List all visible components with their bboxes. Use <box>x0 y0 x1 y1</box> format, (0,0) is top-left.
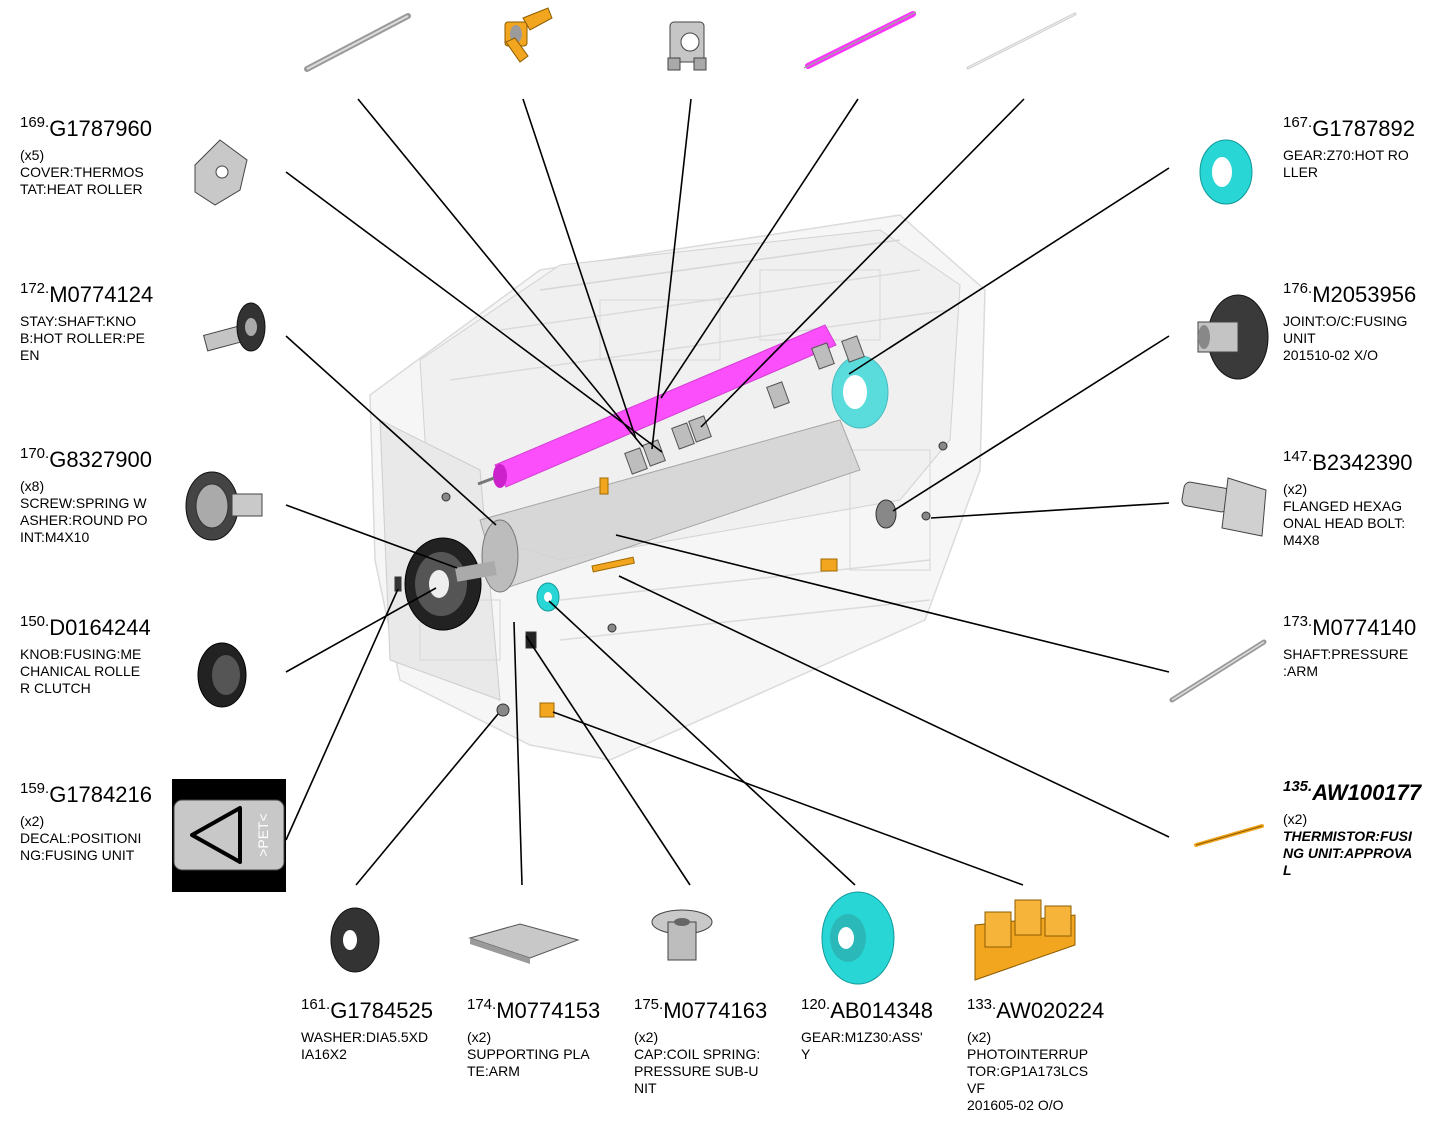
ref-number: 159. <box>20 780 50 797</box>
part-number: M2053956 <box>1312 282 1417 307</box>
part-quantity: (x8) <box>20 478 45 495</box>
ref-number: 174. <box>467 996 497 1013</box>
part-label-150: 150.D0164244 KNOB:FUSING:ME CHANICAL ROL… <box>20 613 180 698</box>
part-number: M0774163 <box>663 998 768 1023</box>
part-number: B2342390 <box>1312 450 1413 475</box>
ref-number: 150. <box>20 613 50 630</box>
part-label-172: 172.M0774124 STAY:SHAFT:KNO B:HOT ROLLER… <box>20 280 180 365</box>
part-quantity: (x2) <box>967 1029 992 1046</box>
part-label-170: 170.G8327900 (x8) SCREW:SPRING W ASHER:R… <box>20 445 180 546</box>
decal-text: >PET< <box>255 813 271 857</box>
part-label-173: 173.M0774140 SHAFT:PRESSURE :ARM <box>1283 613 1443 680</box>
part-label-161: 161.G1784525 WASHER:DIA5.5XD IA16X2 <box>301 996 461 1063</box>
ref-number: 120. <box>801 996 831 1013</box>
ref-number: 133. <box>967 996 997 1013</box>
part-description: DECAL:POSITIONI NG:FUSING UNIT <box>20 830 142 864</box>
top-thermostat-orange <box>504 7 553 63</box>
part-quantity: (x5) <box>20 147 45 164</box>
part-description: SHAFT:PRESSURE :ARM <box>1283 646 1409 680</box>
part-description: THERMISTOR:FUSI NG UNIT:APPROVA L <box>1283 828 1413 879</box>
part-number: AW020224 <box>996 998 1105 1023</box>
gear-m1z30-in-assembly <box>536 582 560 612</box>
sensors-in-assembly <box>539 477 838 718</box>
part-number: AW100177 <box>1312 780 1422 805</box>
large-gear-in-assembly <box>404 537 497 631</box>
gear-m1z30-icon <box>821 891 895 985</box>
part-description: SUPPORTING PLA TE:ARM <box>467 1046 590 1080</box>
flanged-bolt-icon <box>1181 477 1267 537</box>
knob-clutch-icon <box>197 642 247 708</box>
ref-number: 176. <box>1283 280 1313 297</box>
part-number: AB014348 <box>830 998 933 1023</box>
fasteners-in-assembly <box>394 441 948 717</box>
part-number: M0774153 <box>496 998 601 1023</box>
ref-number: 172. <box>20 280 50 297</box>
part-description: COVER:THERMOS TAT:HEAT ROLLER <box>20 164 144 198</box>
thermostat-covers-in-assembly <box>624 335 865 475</box>
part-number: G1787960 <box>49 116 152 141</box>
part-description: JOINT:O/C:FUSING UNIT 201510-02 X/O <box>1283 313 1408 364</box>
top-hot-roller-magenta <box>803 11 917 69</box>
joint-oc-icon <box>1197 294 1269 380</box>
part-number: G1787892 <box>1312 116 1415 141</box>
part-label-176: 176.M2053956 JOINT:O/C:FUSING UNIT 20151… <box>1283 280 1443 365</box>
ref-number: 161. <box>301 996 331 1013</box>
ref-number: 173. <box>1283 613 1313 630</box>
part-description: WASHER:DIA5.5XD IA16X2 <box>301 1029 429 1063</box>
shaft-pressure-arm-icon <box>1169 639 1267 703</box>
part-number: D0164244 <box>49 615 151 640</box>
ref-number: 175. <box>634 996 664 1013</box>
part-quantity: (x2) <box>467 1029 492 1046</box>
supporting-plate-icon <box>468 923 580 964</box>
part-label-175: 175.M0774163 (x2) CAP:COIL SPRING: PRESS… <box>634 996 794 1097</box>
ref-number: 167. <box>1283 114 1313 131</box>
part-label-167: 167.G1787892 GEAR:Z70:HOT RO LLER <box>1283 114 1443 181</box>
spring-washer-screw-icon <box>185 471 263 541</box>
part-label-147: 147.B2342390 (x2) FLANGED HEXAG ONAL HEA… <box>1283 448 1443 549</box>
ref-number: 147. <box>1283 448 1313 465</box>
thermistor-icon <box>1194 824 1264 847</box>
thermostat-cover-icon <box>194 139 248 206</box>
part-label-174: 174.M0774153 (x2) SUPPORTING PLA TE:ARM <box>467 996 627 1080</box>
part-description: CAP:COIL SPRING: PRESSURE SUB-U NIT <box>634 1046 761 1097</box>
part-label-169: 169.G1787960 (x5) COVER:THERMOS TAT:HEAT… <box>20 114 180 198</box>
leader-lines <box>285 98 1170 886</box>
part-quantity: (x2) <box>634 1029 659 1046</box>
part-quantity: (x2) <box>1283 811 1308 828</box>
hot-roller <box>477 324 837 488</box>
stay-shaft-knob-icon <box>202 302 266 352</box>
part-description: KNOB:FUSING:ME CHANICAL ROLLE R CLUTCH <box>20 646 142 697</box>
ref-number: 135. <box>1283 778 1313 795</box>
part-description: SCREW:SPRING W ASHER:ROUND PO INT:M4X10 <box>20 495 148 546</box>
decal-positioning-icon: >PET< <box>172 779 286 892</box>
part-description: GEAR:Z70:HOT RO LLER <box>1283 147 1409 181</box>
part-description: FLANGED HEXAG ONAL HEAD BOLT: M4X8 <box>1283 498 1406 549</box>
part-number: M0774124 <box>49 282 154 307</box>
part-description: PHOTOINTERRUP TOR:GP1A173LCS VF 201605-0… <box>967 1046 1089 1114</box>
part-quantity: (x2) <box>20 813 45 830</box>
part-label-159: 159.G1784216 (x2) DECAL:POSITIONI NG:FUS… <box>20 780 180 864</box>
ref-number: 169. <box>20 114 50 131</box>
part-description: STAY:SHAFT:KNO B:HOT ROLLER:PE EN <box>20 313 146 364</box>
part-label-135: 135.AW100177 (x2) THERMISTOR:FUSI NG UNI… <box>1283 778 1443 879</box>
gear-z70-icon <box>1199 139 1253 205</box>
coil-spring-cap-icon <box>651 909 713 961</box>
top-heater-lamp <box>966 12 1077 70</box>
part-number: M0774140 <box>1312 615 1417 640</box>
photointerrupter-icon <box>974 899 1076 981</box>
part-label-133: 133.AW020224 (x2) PHOTOINTERRUP TOR:GP1A… <box>967 996 1127 1114</box>
part-label-120: 120.AB014348 GEAR:M1Z30:ASS' Y <box>801 996 961 1063</box>
part-description: GEAR:M1Z30:ASS' Y <box>801 1029 923 1063</box>
part-number: G1784525 <box>330 998 433 1023</box>
part-number: G1784216 <box>49 782 152 807</box>
part-number: G8327900 <box>49 447 152 472</box>
top-shaft-gray <box>304 13 411 72</box>
part-quantity: (x2) <box>1283 481 1308 498</box>
washer-icon <box>330 907 380 973</box>
top-thermostat-cover-gray <box>667 21 707 71</box>
ref-number: 170. <box>20 445 50 462</box>
